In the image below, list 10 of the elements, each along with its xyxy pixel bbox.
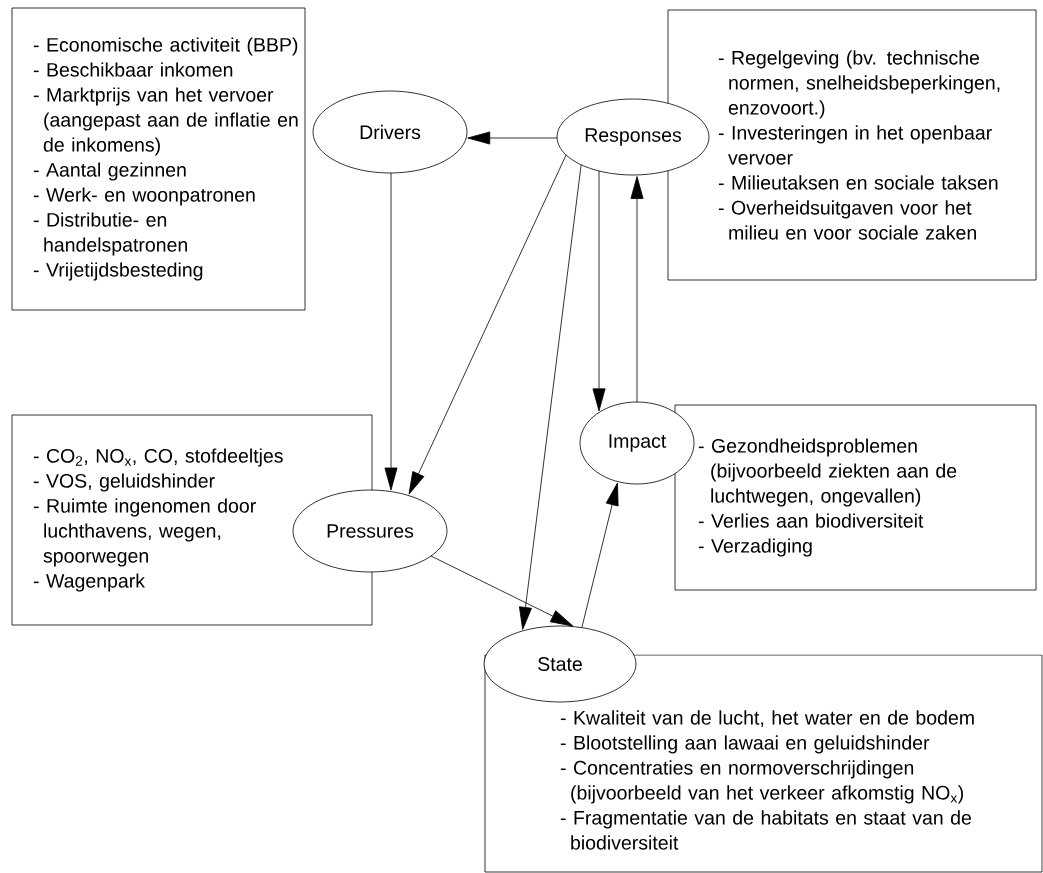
arrow xyxy=(592,170,606,412)
text-box: - Economische activiteit (BBP) - Beschikbaar inkomen - Marktprijs van het vervoer (aangepast aan de inflatie en de inkomens) - Aantal gezinnen - Werk- en woonpatronen - Distributie- en handelspatronen - Vrijetijdsbesteding xyxy=(11,7,306,311)
arrow xyxy=(430,555,574,627)
arrow xyxy=(581,482,619,628)
arrow xyxy=(467,131,558,145)
arrow xyxy=(408,154,567,495)
arrow xyxy=(384,172,398,491)
text-box: - Gezondheidsproblemen (bijvoorbeeld ziekten aan de luchtwegen, ongevallen) - Verlies aan biodiversiteit - Verzadiging xyxy=(674,404,1037,591)
arrow xyxy=(630,176,644,403)
arrow xyxy=(519,164,582,630)
